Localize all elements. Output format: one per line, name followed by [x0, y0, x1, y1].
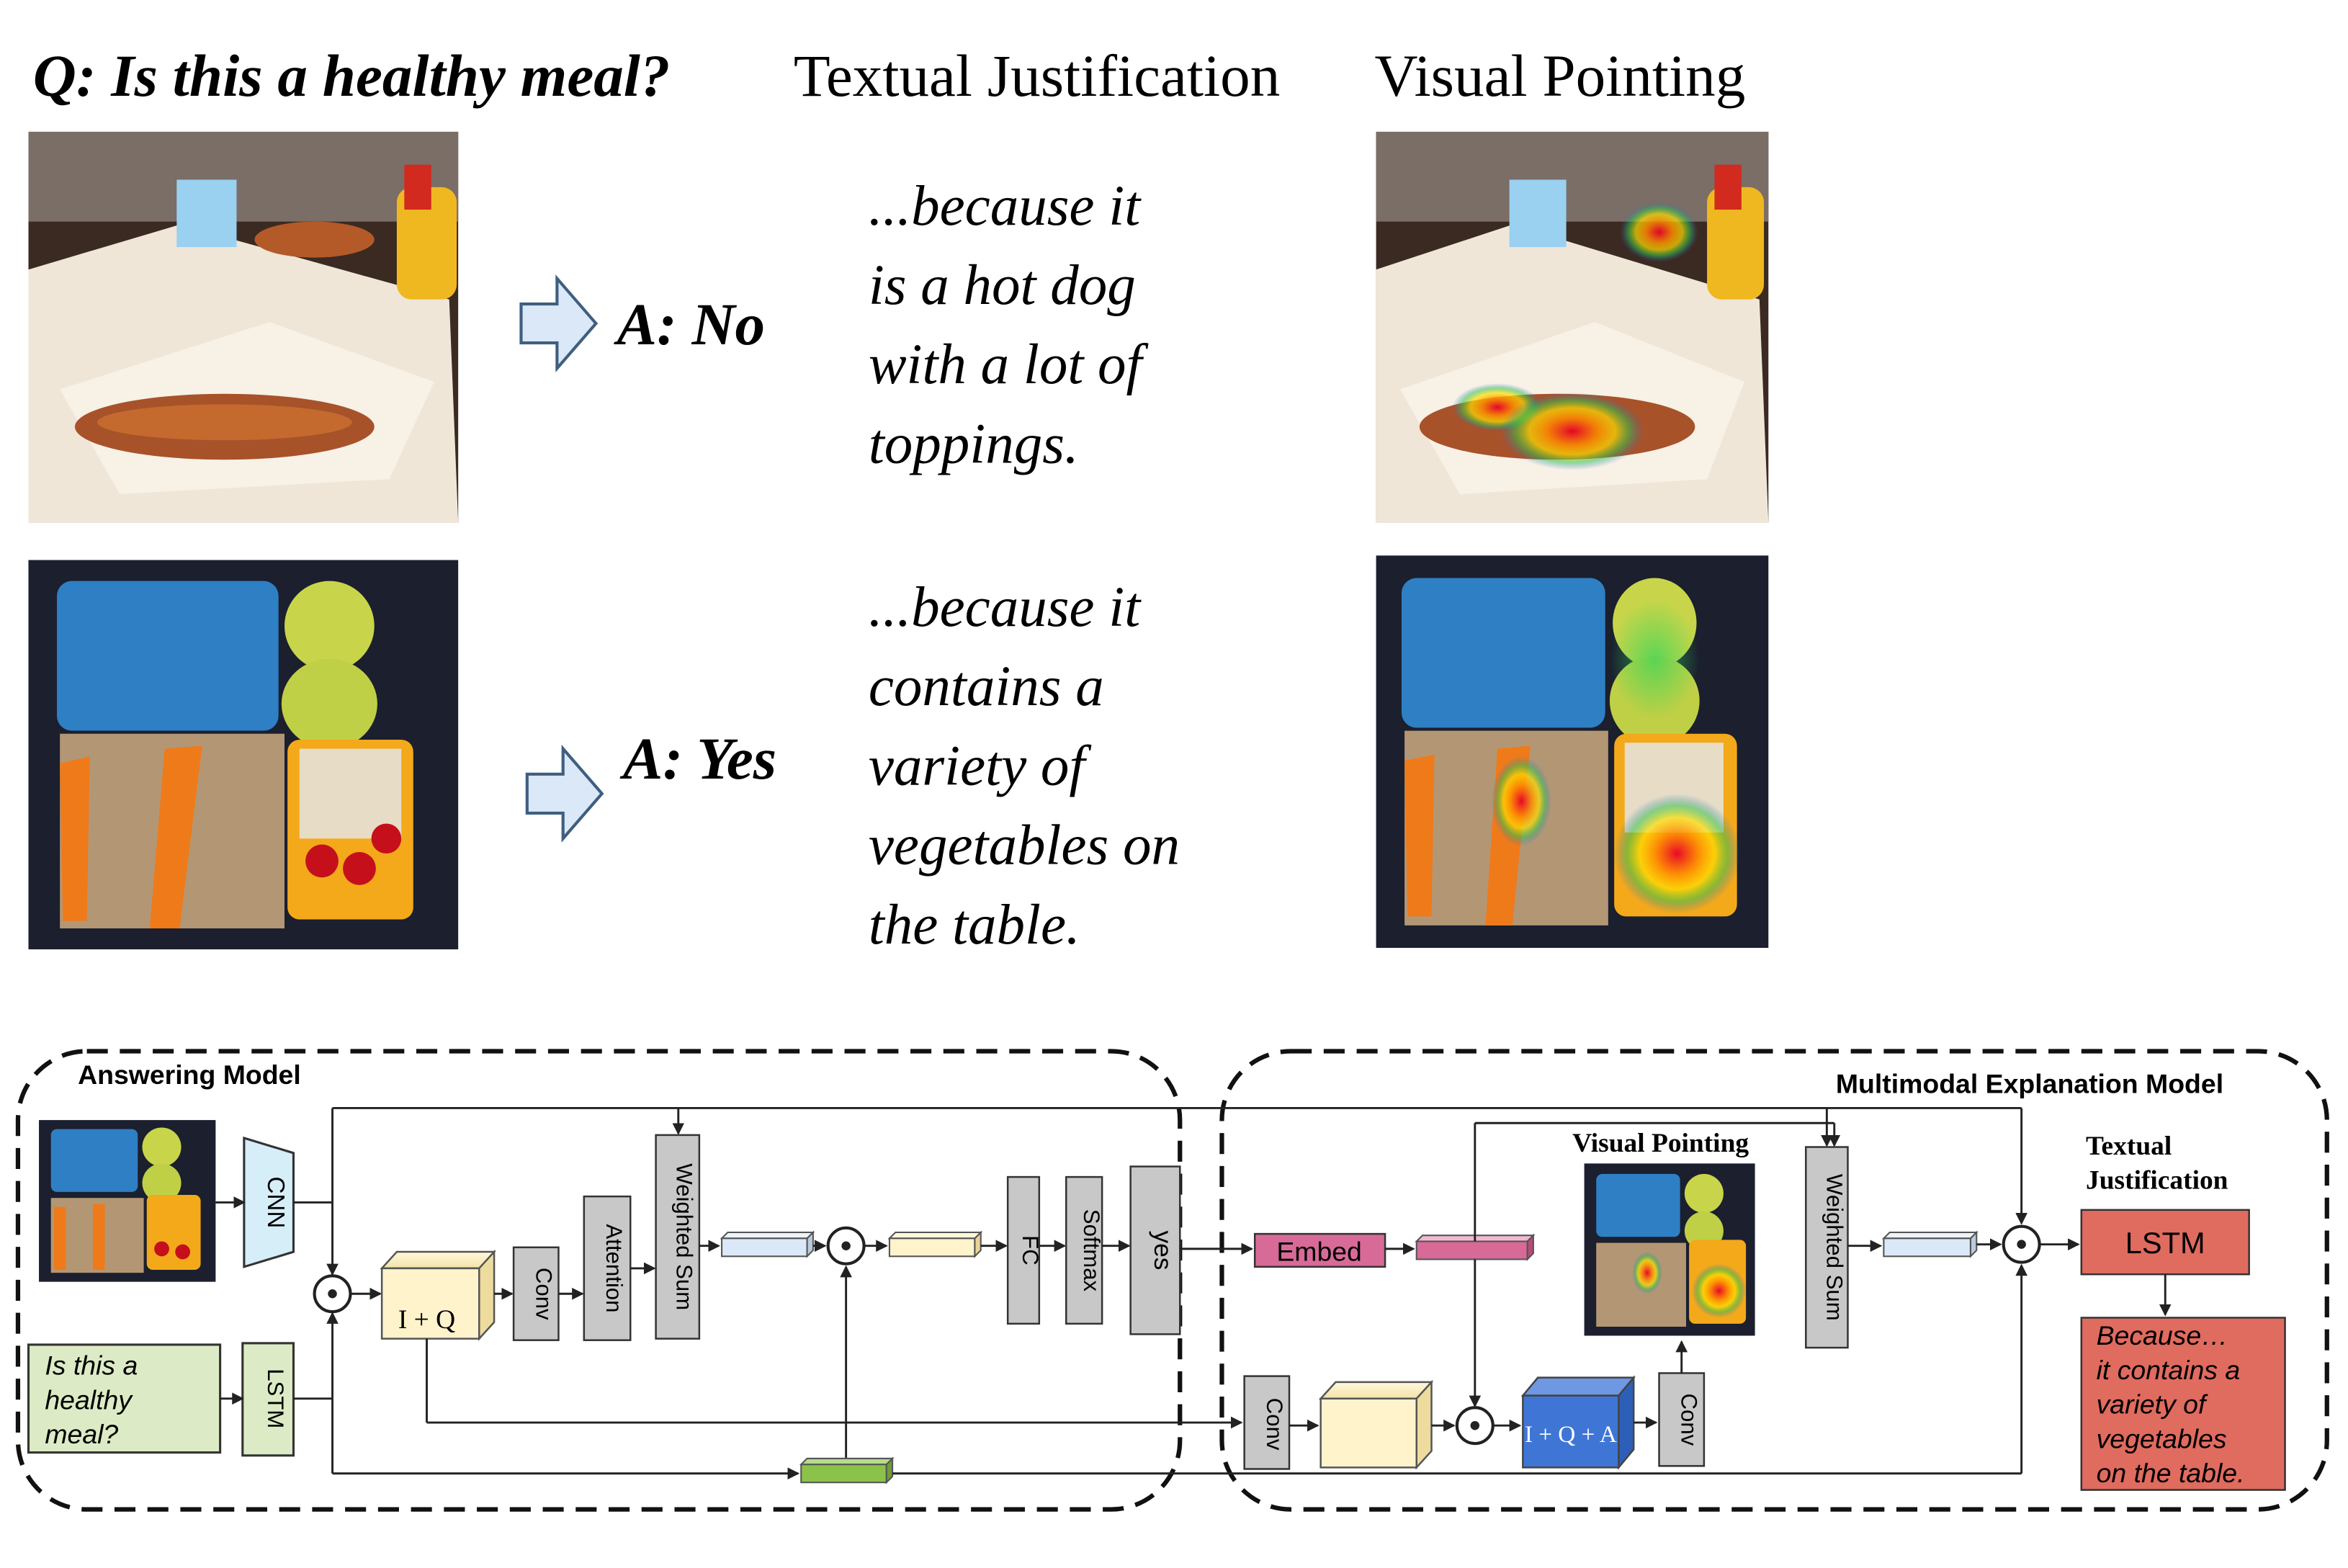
- weighted-sum-1-label: Weighted Sum: [672, 1163, 697, 1310]
- predicted-answer-label: yes: [1149, 1230, 1177, 1270]
- embed-label: Embed: [1276, 1237, 1362, 1267]
- justification-2-line: contains a: [869, 655, 1104, 718]
- weighted-sum-2-label: Weighted Sum: [1822, 1174, 1847, 1321]
- generated-explanation-line: on the table.: [2097, 1458, 2245, 1488]
- question-input-box: [27, 1343, 222, 1454]
- fc-label: FC: [1018, 1235, 1043, 1265]
- fused-feature-vector: [887, 1230, 983, 1258]
- hotdog-image: [28, 131, 459, 523]
- visual-pointing-thumbnail: [1584, 1163, 1755, 1336]
- justification-2: ...because it contains a variety of vege…: [869, 576, 1180, 957]
- lstm-question-block: [241, 1342, 295, 1457]
- conv-block-2: [1243, 1375, 1291, 1470]
- justification-2-line: variety of: [869, 735, 1093, 797]
- right-arrow-icon: [525, 744, 604, 843]
- cnn-label: CNN: [262, 1176, 289, 1228]
- attended-feature-vector: [720, 1230, 815, 1258]
- generated-explanation-line: variety of: [2097, 1389, 2208, 1420]
- textual-justification-label: Textual: [2086, 1132, 2172, 1161]
- generated-explanation-box: [2080, 1317, 2286, 1491]
- generated-explanation-line: it contains a: [2097, 1355, 2241, 1385]
- lunchbox-heatmap-image: [1376, 555, 1769, 949]
- generated-explanation-line: Because…: [2097, 1320, 2228, 1350]
- iqa-cube-label: I + Q + A: [1525, 1421, 1617, 1448]
- visual-pointing-title: Visual Pointing: [1375, 42, 1746, 109]
- predicted-answer-block: [1129, 1165, 1181, 1335]
- question-input-text: Is this a healthy meal?: [45, 1350, 138, 1450]
- conv-block-1-label: Conv: [531, 1268, 556, 1320]
- justification-1: ...because it is a hot dog with a lot of…: [869, 175, 1150, 476]
- right-arrow-icon: [519, 274, 599, 373]
- attention-label: Attention: [601, 1224, 627, 1312]
- lstm-question-label: LSTM: [263, 1368, 288, 1428]
- explanation-model-frame: [1219, 1049, 2329, 1512]
- cnn-block: [243, 1136, 295, 1268]
- conv-block-3-label: Conv: [1677, 1394, 1702, 1446]
- lstm-decoder-label: LSTM: [2125, 1226, 2205, 1260]
- iqa-feature-cube: [1520, 1375, 1636, 1470]
- justification-1-line: toppings.: [869, 413, 1079, 475]
- softmax-block: [1065, 1175, 1103, 1325]
- justification-1-line: ...because it: [869, 175, 1142, 238]
- justification-2-line: ...because it: [869, 576, 1142, 639]
- answer-embedding-vector: [1415, 1233, 1536, 1261]
- attention-block: [583, 1195, 632, 1341]
- embed-block: [1253, 1232, 1386, 1268]
- justification-1-line: with a lot of: [869, 333, 1150, 396]
- textual-justification-title: Textual Justification: [794, 42, 1280, 109]
- answer-yes: A: Yes: [619, 725, 776, 792]
- iq-feature-cube: [380, 1249, 496, 1341]
- question-input-line: healthy: [45, 1384, 133, 1415]
- question-feature-vector: [799, 1456, 895, 1484]
- textual-justification-label: Justification: [2086, 1166, 2228, 1196]
- weighted-sum-block-2: [1805, 1146, 1849, 1349]
- fc-block: [1006, 1175, 1041, 1325]
- iq-cube-label: I + Q: [398, 1305, 455, 1335]
- answer-no: A: No: [614, 291, 766, 357]
- lstm-decoder-block: [2080, 1209, 2250, 1276]
- question-title: Q: Is this a healthy meal?: [33, 42, 671, 109]
- input-image-thumbnail: [39, 1120, 216, 1282]
- lunchbox-image: [28, 560, 459, 950]
- generated-explanation-line: vegetables: [2097, 1423, 2227, 1453]
- generated-explanation-text: Because… it contains a variety of vegeta…: [2097, 1320, 2245, 1488]
- justification-1-line: is a hot dog: [869, 254, 1136, 317]
- conv-block-3: [1658, 1372, 1706, 1467]
- question-input-line: Is this a: [45, 1350, 138, 1381]
- explanation-model-title: Multimodal Explanation Model: [1836, 1069, 2223, 1099]
- conv-block-2-label: Conv: [1262, 1398, 1287, 1451]
- justification-2-line: vegetables on: [869, 815, 1180, 877]
- question-input-line: meal?: [45, 1419, 118, 1449]
- visual-pointing-label: Visual Pointing: [1572, 1129, 1749, 1158]
- question-image-feature-cube: [1318, 1379, 1434, 1470]
- weighted-sum-block-1: [655, 1134, 701, 1340]
- explanation-feature-vector: [1881, 1230, 1979, 1258]
- justification-2-line: the table.: [869, 894, 1080, 957]
- hotdog-heatmap-image: [1376, 131, 1769, 523]
- softmax-label: Softmax: [1079, 1209, 1104, 1292]
- answering-model-title: Answering Model: [78, 1059, 301, 1090]
- architecture-diagram: Answering Model Multimodal Explanation M…: [15, 1049, 2329, 1512]
